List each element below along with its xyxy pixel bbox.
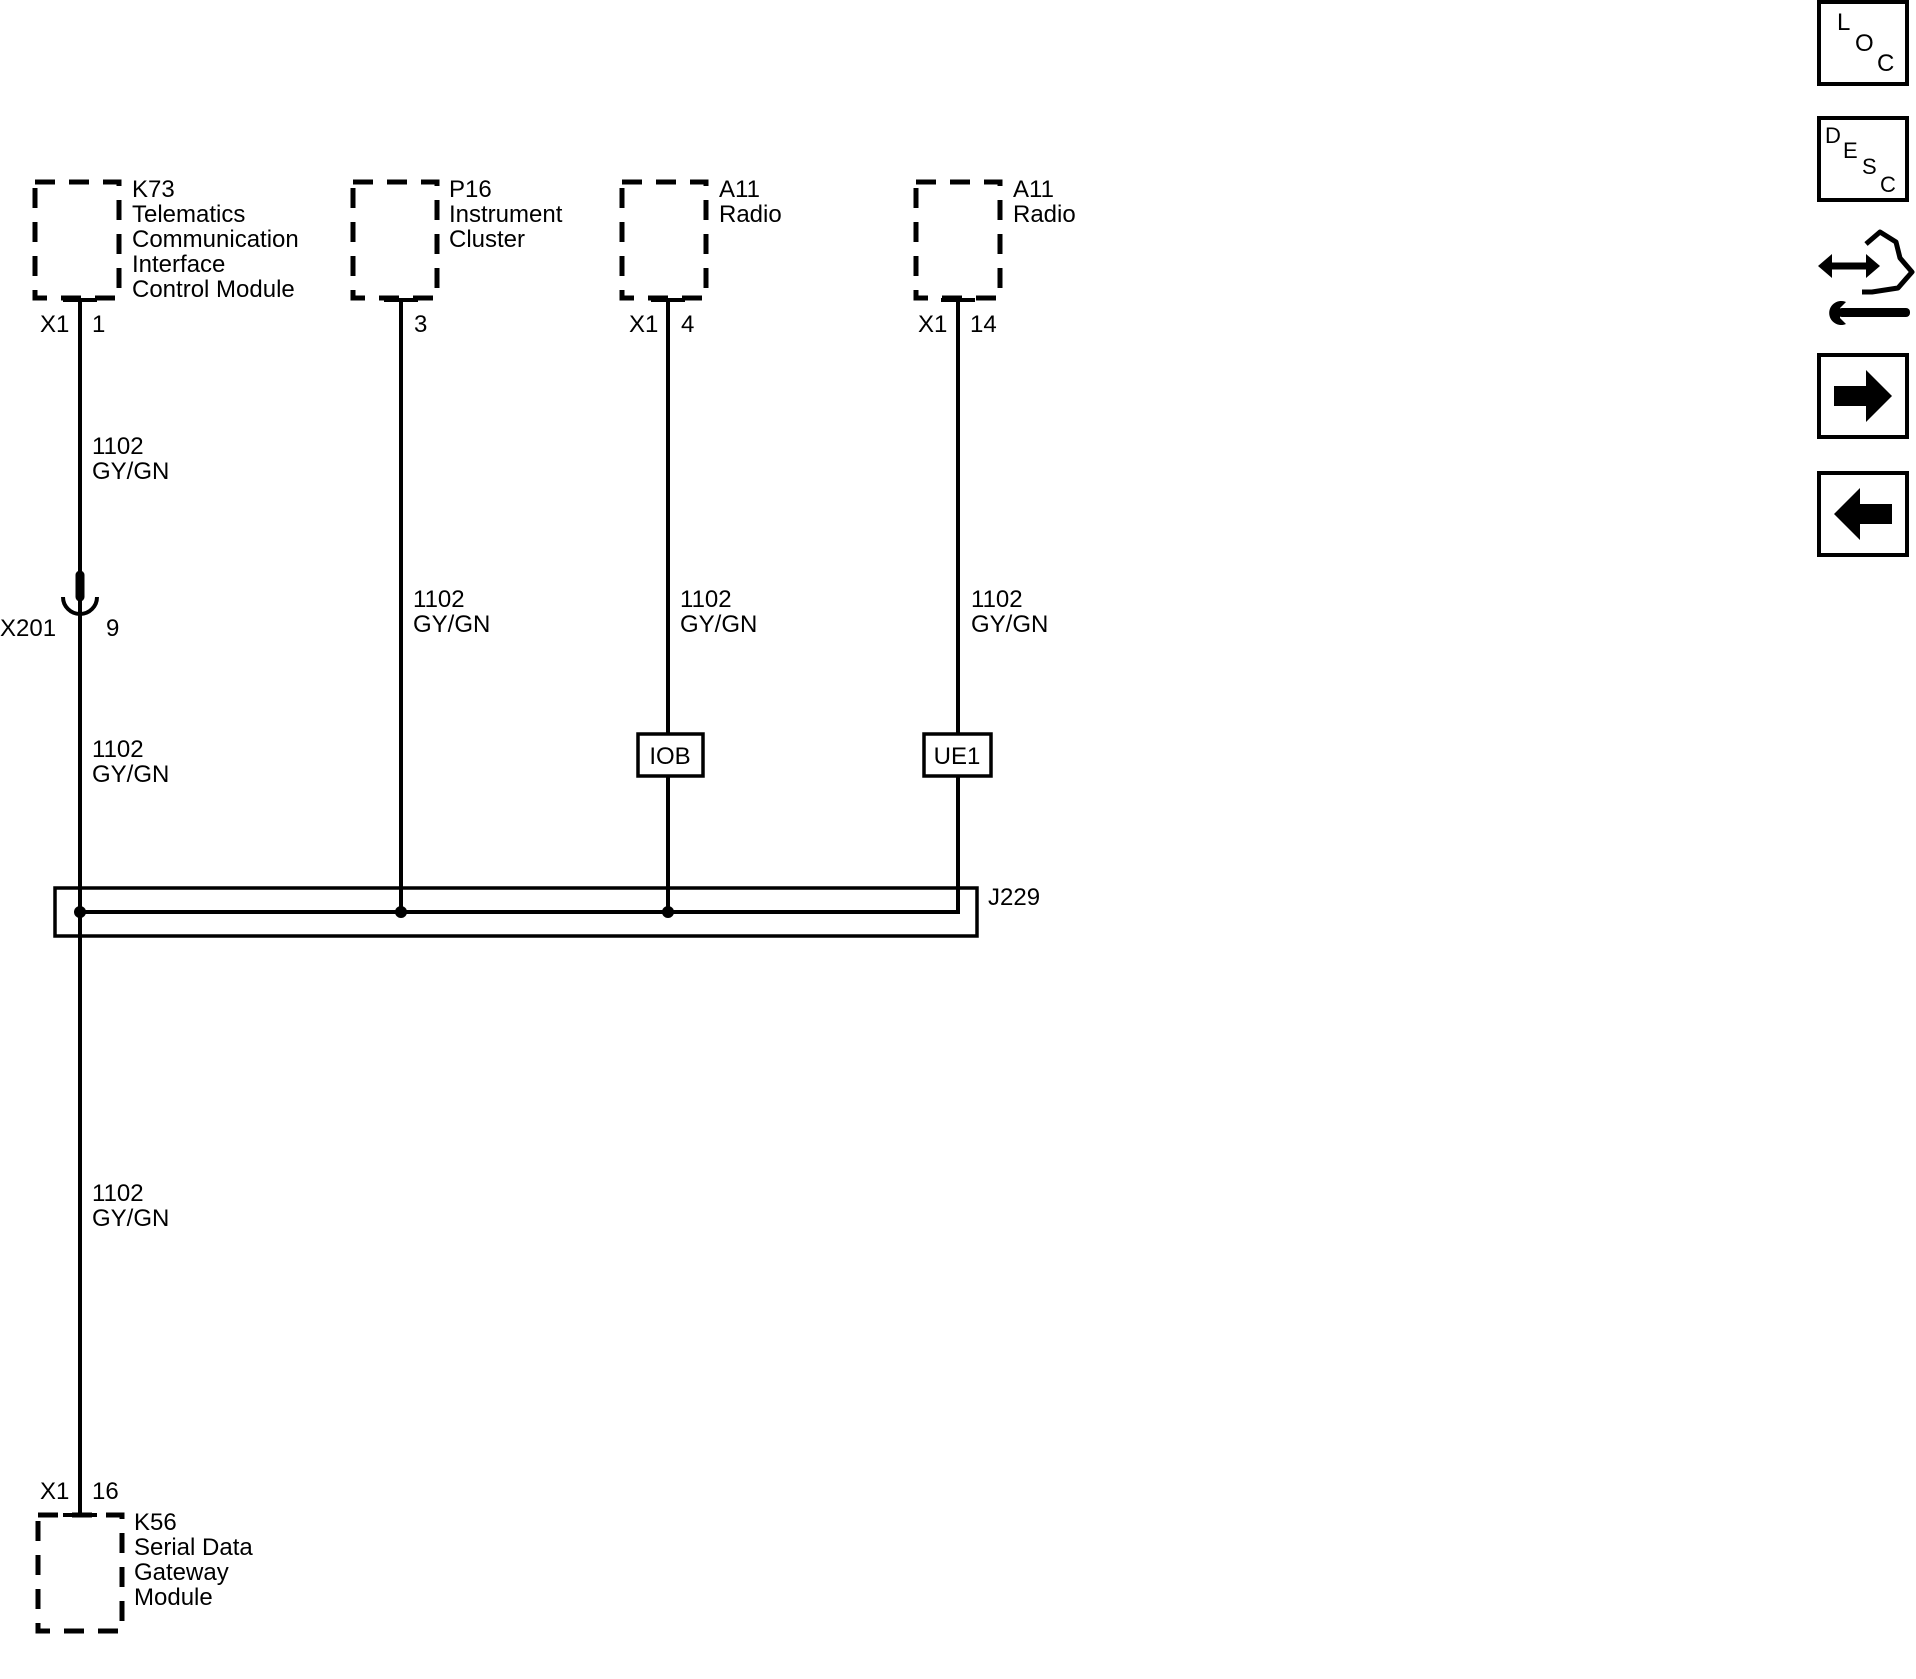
j229-outline: [53, 886, 979, 938]
a11-iob-dashed-box: [619, 179, 709, 301]
wire-color: GY/GN: [92, 761, 169, 788]
x201-inline-connector: X201 9: [0, 570, 119, 642]
a11-ue1-name: Radio: [1013, 201, 1076, 228]
k73-name-line-1: Telematics: [132, 201, 245, 228]
p16-ref: P16: [449, 176, 492, 203]
a11-radio-iob-module: A11 Radio X1 4: [619, 176, 782, 338]
k56-dashed-box: [35, 1512, 125, 1634]
k56-name-line-1: Serial Data: [134, 1534, 253, 1561]
wire-color: GY/GN: [92, 458, 169, 485]
a11-ue1-pin: 14: [970, 311, 997, 338]
j229-ref: J229: [988, 884, 1040, 911]
arrow-right-icon: [1834, 370, 1892, 422]
wire-color: GY/GN: [413, 611, 490, 638]
a11-iob-ref: A11: [719, 176, 760, 203]
k56-name-line-3: Module: [134, 1584, 213, 1611]
a11-ue1-dashed-box: [913, 179, 1003, 301]
wire-label-a11-ue1: 1102 GY/GN: [971, 586, 1048, 638]
wire-circuit: 1102: [92, 1180, 144, 1207]
a11-radio-ue1-module: A11 Radio X1 14: [913, 176, 1076, 338]
a11-iob-name: Radio: [719, 201, 782, 228]
p16-name-line-2: Cluster: [449, 226, 525, 253]
service-arrow-right-head: [1866, 254, 1880, 278]
service-connector-outline: [1862, 229, 1915, 295]
option-box-iob: IOB: [636, 732, 705, 778]
k73-ref: K73: [132, 176, 175, 203]
p16-dashed-box: [350, 179, 440, 301]
desc-letter-c: C: [1880, 172, 1896, 197]
option-iob-label: IOB: [649, 743, 690, 770]
service-wrench-handle: [1838, 308, 1910, 317]
p16-module: P16 Instrument Cluster 3: [350, 176, 563, 338]
loc-button-frame: [1817, 0, 1909, 86]
wire-circuit: 1102: [92, 736, 144, 763]
connector-wrench-icon[interactable]: [1818, 229, 1915, 326]
loc-letter-o: O: [1855, 30, 1874, 57]
wire-color: GY/GN: [680, 611, 757, 638]
k73-name-line-3: Interface: [132, 251, 225, 278]
desc-letter-e: E: [1843, 138, 1858, 163]
loc-letter-c: C: [1877, 50, 1894, 77]
x201-pin: 9: [106, 615, 119, 642]
wire-label-k73-lower: 1102 GY/GN: [92, 736, 169, 788]
wire-color: GY/GN: [971, 611, 1048, 638]
p16-pin: 3: [414, 311, 427, 338]
desc-letter-s: S: [1862, 154, 1877, 179]
option-box-ue1-frame: [922, 732, 993, 778]
k73-connector: X1: [40, 311, 69, 338]
k56-name-line-2: Gateway: [134, 1559, 229, 1586]
k73-dashed-box: [32, 179, 122, 301]
service-arrow-left-head: [1818, 254, 1832, 278]
wire-circuit: 1102: [92, 433, 144, 460]
k56-module: X1 16 K56 Serial Data Gateway Module: [35, 1478, 253, 1634]
wire-circuit: 1102: [680, 586, 732, 613]
k56-pin: 16: [92, 1478, 119, 1505]
loc-button[interactable]: L O C: [1817, 0, 1909, 86]
x201-ref: X201: [0, 615, 56, 642]
next-page-button[interactable]: [1817, 353, 1909, 439]
desc-letter-d: D: [1825, 123, 1841, 148]
k56-connector: X1: [40, 1478, 69, 1505]
k73-pin: 1: [92, 311, 105, 338]
j229-splice-dot-a11: [662, 906, 674, 918]
wire-label-k73-upper: 1102 GY/GN: [92, 433, 169, 485]
loc-letter-l: L: [1837, 9, 1850, 36]
j229-splice-dot-k73: [74, 906, 86, 918]
prev-page-button[interactable]: [1817, 471, 1909, 557]
wire-label-p16: 1102 GY/GN: [413, 586, 490, 638]
option-ue1-label: UE1: [934, 743, 981, 770]
x201-female-cup: [61, 596, 99, 616]
desc-button[interactable]: D E S C: [1817, 116, 1909, 202]
wire-label-a11-iob: 1102 GY/GN: [680, 586, 757, 638]
a11-ue1-ref: A11: [1013, 176, 1054, 203]
j229-splice-dot-p16: [395, 906, 407, 918]
j229-splice-pack: J229: [53, 884, 1040, 938]
wire-circuit: 1102: [971, 586, 1023, 613]
k73-name-line-4: Control Module: [132, 276, 295, 303]
a11-iob-pin: 4: [681, 311, 694, 338]
desc-button-frame: [1817, 116, 1909, 202]
option-box-iob-frame: [636, 732, 705, 778]
a11-ue1-connector: X1: [918, 311, 947, 338]
k73-name-line-2: Communication: [132, 226, 299, 253]
k73-module: K73 Telematics Communication Interface C…: [32, 176, 299, 338]
option-box-ue1: UE1: [922, 732, 993, 778]
arrow-left-icon: [1834, 488, 1892, 540]
a11-iob-connector: X1: [629, 311, 658, 338]
wire-circuit: 1102: [413, 586, 465, 613]
service-wrench-head: [1829, 301, 1846, 326]
p16-name-line-1: Instrument: [449, 201, 563, 228]
wire-color: GY/GN: [92, 1205, 169, 1232]
k56-ref: K56: [134, 1509, 177, 1536]
wire-label-k56: 1102 GY/GN: [92, 1180, 169, 1232]
